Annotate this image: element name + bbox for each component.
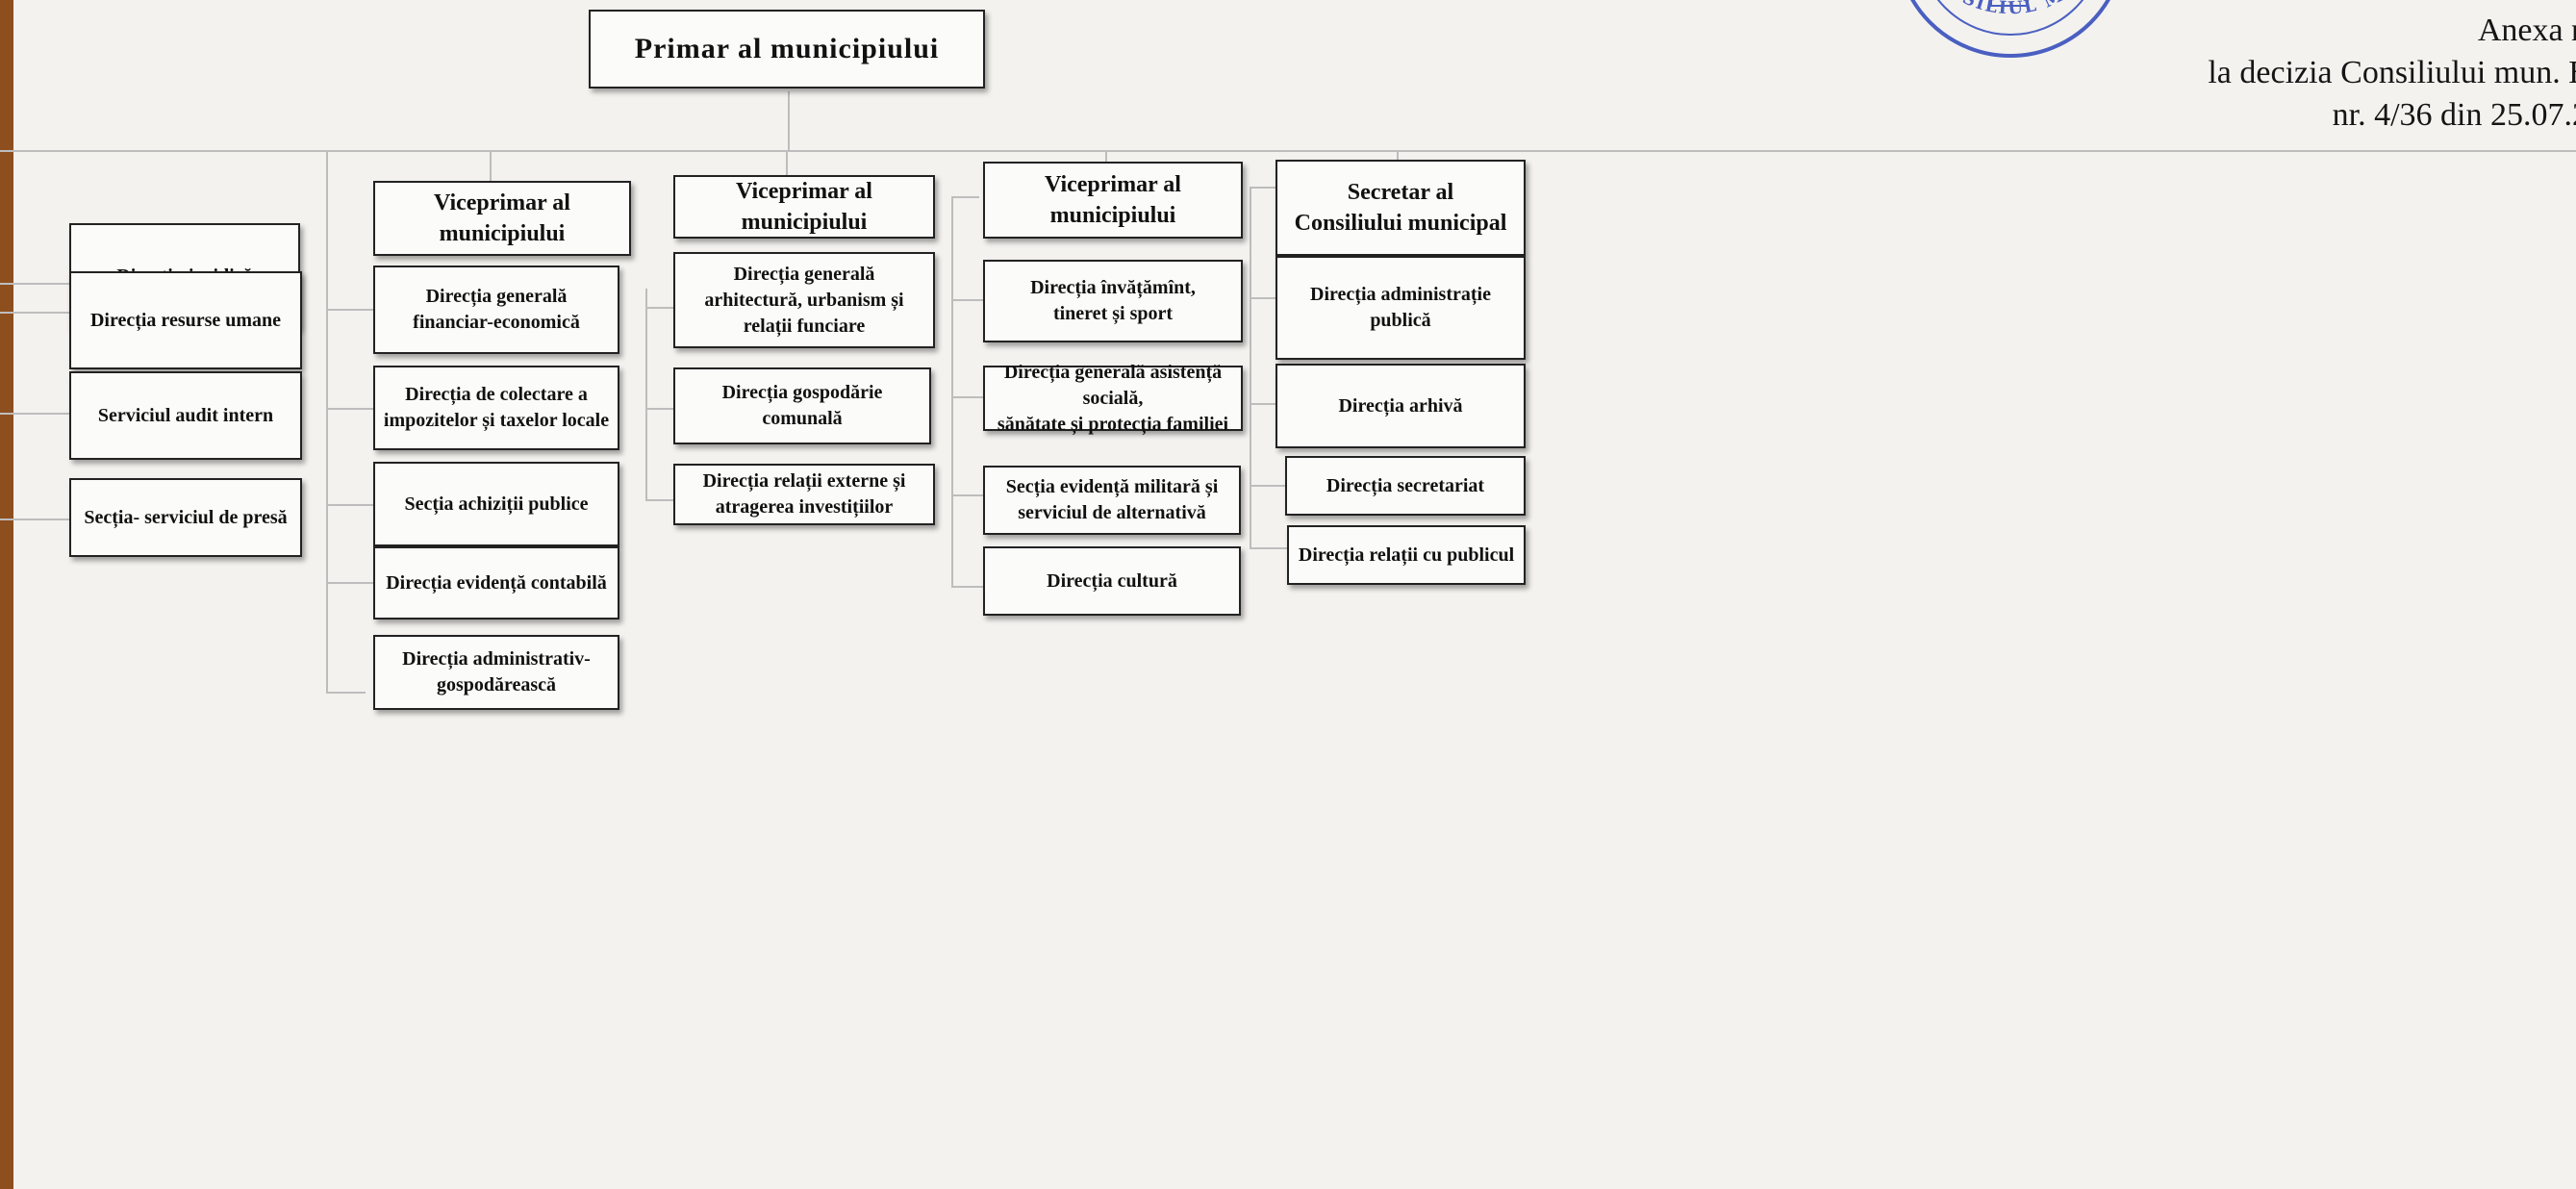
trunk-col2 <box>326 151 366 694</box>
trunk-col4 <box>951 196 983 588</box>
annex-line-3: nr. 4/36 din 25.07.20 <box>2332 97 2576 134</box>
box-col4-item2: Direcția generală asistență socială, săn… <box>983 362 1243 435</box>
left-edge-bar <box>0 0 13 1189</box>
box-col4-item1: Direcția învățămînt, tineret și sport <box>983 260 1243 342</box>
box-col5-item1: Direcția administrație publică <box>1275 256 1526 360</box>
official-seal: CONSILIUL MUNICIPAL BĂ <box>1885 0 2110 58</box>
annex-line-2: la decizia Consiliului mun. Bă <box>2208 55 2576 91</box>
annex-note: Anexa nr. la decizia Consiliului mun. Bă… <box>2208 10 2576 138</box>
box-col5-item3: Direcția secretariat <box>1285 456 1526 516</box>
box-col5-item2: Direcția arhivă <box>1275 364 1526 448</box>
box-col4-item3: Secția evidență militară și serviciul de… <box>983 466 1241 535</box>
box-col2-item4: Direcția evidență contabilă <box>373 546 619 620</box>
box-col5-head: Secretar al Consiliului municipal <box>1275 160 1526 256</box>
box-col4-item4: Direcția cultură <box>983 546 1241 616</box>
box-col5-item4: Direcția relații cu publicul <box>1287 525 1526 585</box>
box-col1-item4: Secția- serviciul de presă <box>69 478 302 557</box>
box-col2-item1: Direcția generală financiar-economică <box>373 266 619 354</box>
box-col2-head: Viceprimar al municipiului <box>373 181 631 256</box>
box-col3-item2: Direcția gospodărie comunală <box>673 367 931 444</box>
box-col4-head: Viceprimar al municipiului <box>983 162 1243 239</box>
box-col2-item2: Direcția de colectare a impozitelor și t… <box>373 366 619 450</box>
box-col2-item3: Secția achiziții publice <box>373 462 619 546</box>
box-col3-item1: Direcția generală arhitectură, urbanism … <box>673 252 935 348</box>
box-col2-item5: Direcția administrativ- gospodărească <box>373 635 619 710</box>
box-col3-item3: Direcția relații externe și atragerea in… <box>673 464 935 525</box>
trunk-col5 <box>1250 187 1287 549</box>
trunk-col3 <box>645 289 673 501</box>
annex-line-1: Anexa nr. <box>2477 13 2576 48</box>
box-col3-head: Viceprimar al municipiului <box>673 175 935 239</box>
box-col1-item3: Serviciul audit intern <box>69 371 302 460</box>
root-box-mayor: Primar al municipiului <box>589 10 985 89</box>
box-col1-item2: Direcția resurse umane <box>69 271 302 369</box>
